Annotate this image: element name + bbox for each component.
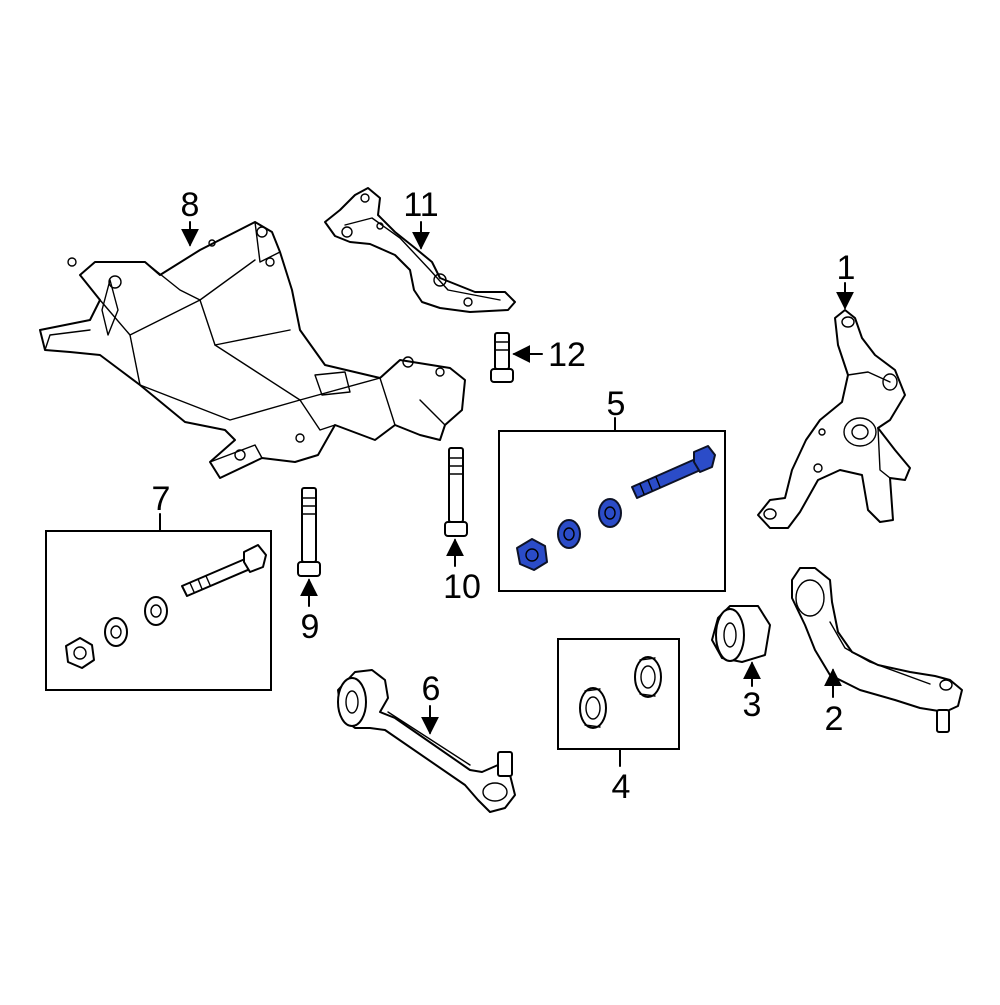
control-arm-part-2[interactable]	[791, 567, 963, 733]
upper-arm-part-6[interactable]	[337, 669, 516, 813]
brace-part-11[interactable]	[324, 187, 516, 313]
callout-labels: 8 11 1 12 5 7 10 9 6 3 2 4	[152, 186, 856, 806]
bolt-part-9[interactable]	[297, 487, 321, 577]
bushing-part-3[interactable]	[711, 605, 771, 663]
bolt-part-10[interactable]	[444, 447, 468, 537]
callout-11: 11	[403, 186, 438, 224]
callout-4: 4	[612, 768, 631, 806]
callout-7: 7	[152, 480, 171, 518]
callout-1: 1	[837, 249, 856, 287]
bolt-part-12[interactable]	[490, 332, 514, 383]
hardware-kit-part-5[interactable]	[498, 430, 726, 592]
callout-8: 8	[181, 186, 200, 224]
leader-lines	[159, 221, 854, 767]
bushing-kit-part-4[interactable]	[557, 638, 680, 750]
subframe-part-8[interactable]	[39, 221, 466, 479]
callout-2: 2	[825, 700, 844, 738]
callout-9: 9	[301, 608, 320, 646]
callout-12: 12	[548, 336, 586, 374]
callout-5: 5	[607, 385, 626, 423]
callout-6: 6	[422, 670, 441, 708]
knuckle-part-1[interactable]	[757, 309, 911, 529]
callout-3: 3	[743, 686, 762, 724]
callout-10: 10	[443, 568, 481, 606]
hardware-kit-part-7[interactable]	[45, 530, 272, 691]
